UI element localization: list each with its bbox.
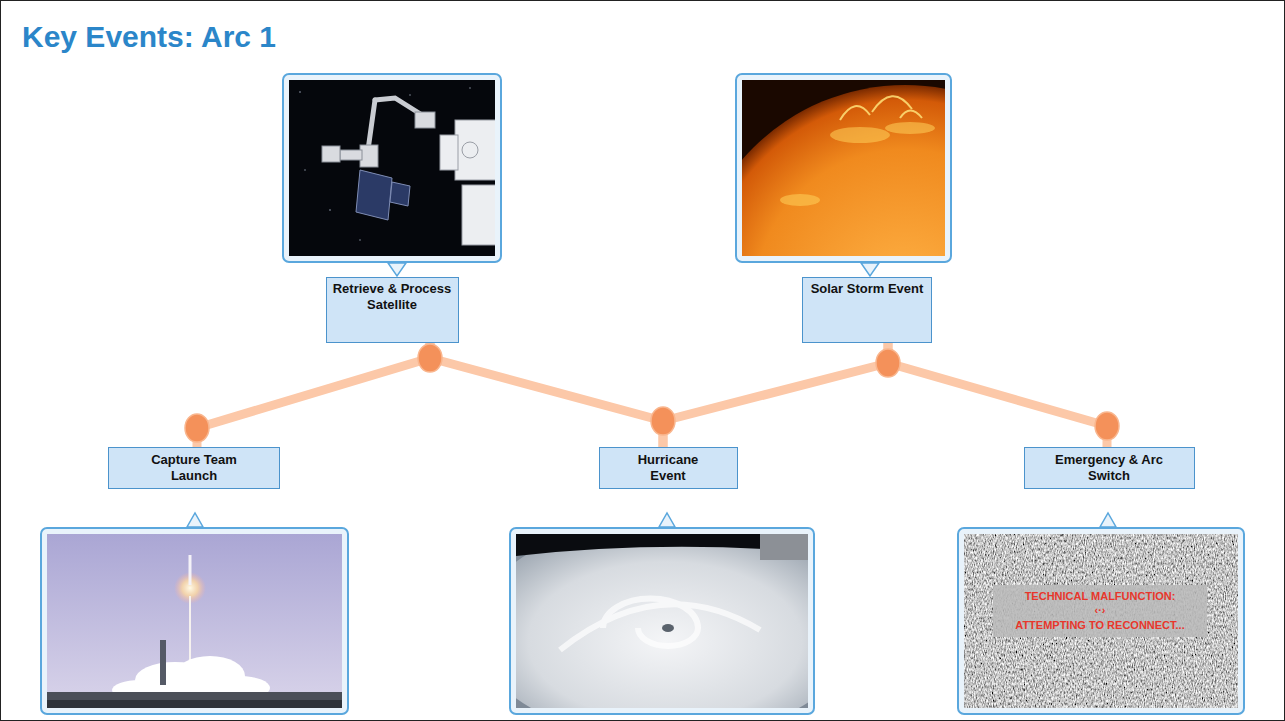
timeline-dot: [418, 344, 442, 372]
art-circle: [299, 91, 301, 93]
art-rect: [958, 528, 1244, 714]
art-rect: [47, 692, 342, 708]
art-path: [840, 106, 870, 120]
art-polygon: [187, 513, 203, 527]
art-circle: [359, 239, 360, 240]
art-polygon: [659, 513, 675, 527]
art-rect: [283, 74, 501, 262]
art-ellipse: [830, 127, 890, 143]
rocket-launch-picture: [47, 534, 342, 708]
event-label: Emergency & Arc Switch: [1053, 452, 1166, 483]
art-path: [560, 604, 760, 650]
art-rect: [964, 534, 1238, 708]
slide-title: Key Events: Arc 1: [22, 20, 276, 54]
solar-storm-picture: [742, 80, 945, 256]
static-screen-picture: [964, 534, 1238, 708]
art-rect: [440, 135, 458, 170]
event-label-box: Emergency & Arc Switch: [1024, 447, 1195, 489]
art-g: [322, 112, 435, 167]
art-g: [840, 96, 922, 120]
satellite-capture-picture: [289, 80, 495, 256]
art-polygon: [388, 263, 406, 276]
timeline-segment: [197, 343, 430, 447]
art-ellipse: [662, 624, 674, 632]
event-label-box: Capture Team Launch: [108, 447, 280, 489]
event-label-box: Retrieve & Process Satellite: [326, 277, 459, 343]
event-label-box: Solar Storm Event: [802, 277, 932, 343]
art-rect: [455, 120, 495, 180]
art-rect: [462, 185, 495, 245]
art-rect: [47, 700, 342, 708]
art-rect: [993, 585, 1207, 637]
art-rect: [189, 555, 192, 585]
art-g: [299, 87, 470, 240]
art-line: [189, 596, 191, 660]
event-label: Solar Storm Event: [811, 281, 924, 297]
art-rect: [760, 534, 808, 560]
callout-tails: [187, 263, 1116, 527]
art-rect: [360, 145, 378, 167]
timeline-segment: [430, 343, 663, 447]
screen-message: TECHNICAL MALFUNCTION:: [1025, 590, 1176, 602]
art-rect: [47, 534, 342, 708]
art-polygon: [356, 170, 392, 220]
timeline-segment: [888, 343, 1107, 447]
art-g: [560, 598, 760, 650]
art-rect: [340, 150, 362, 160]
hurricane-picture: [516, 534, 808, 708]
art-circle: [304, 169, 305, 170]
art-path: [368, 100, 375, 150]
art-g: [356, 170, 410, 220]
art-rect: [160, 640, 166, 685]
art-rect: [415, 112, 435, 128]
timeline-dot: [876, 349, 900, 377]
art-g: [780, 122, 935, 206]
art-circle: [409, 94, 410, 95]
event-label-box: Hurricane Event: [599, 447, 738, 489]
event-label: Retrieve & Process Satellite: [333, 281, 452, 312]
art-polygon: [1100, 513, 1116, 527]
art-polygon: [390, 182, 410, 206]
art-circle: [329, 209, 331, 211]
art-ellipse: [780, 194, 820, 206]
timeline-dot: [651, 407, 675, 435]
art-ellipse: [516, 534, 808, 708]
timeline-dot: [185, 414, 209, 442]
art-circle: [469, 87, 470, 88]
screen-message: ATTEMPTING TO RECONNECT...: [1015, 619, 1185, 631]
event-label: Hurricane Event: [620, 452, 717, 483]
timeline-segment: [663, 343, 888, 447]
timeline-dot: [1095, 412, 1119, 440]
art-path: [900, 111, 922, 119]
art-ellipse: [885, 122, 935, 134]
art-circle: [462, 142, 478, 158]
screen-message: ‹·›: [1095, 604, 1106, 616]
art-g: [440, 120, 495, 245]
art-polygon: [861, 263, 879, 276]
art-rect: [41, 528, 348, 714]
art-circle: [742, 85, 945, 256]
art-rect: [964, 534, 1238, 708]
event-label: Capture Team Launch: [137, 452, 251, 483]
art-path: [872, 96, 912, 112]
art-rect: [322, 146, 340, 162]
